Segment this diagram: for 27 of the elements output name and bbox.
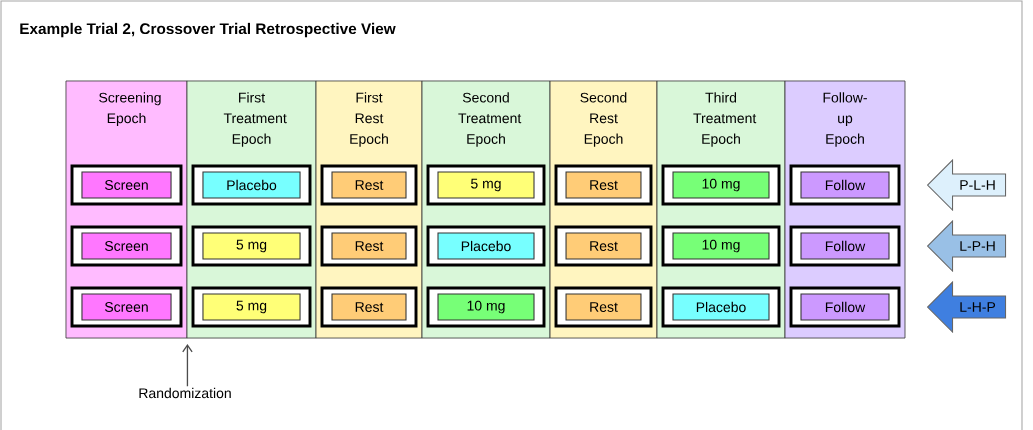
dose-box: Placebo [191, 164, 312, 206]
dose-box: 10 mg [426, 286, 546, 328]
dose-box: Follow [789, 225, 901, 267]
dose-box: 5 mg [191, 286, 312, 328]
dose-box: Follow [789, 286, 901, 328]
dose-box: Placebo [661, 286, 781, 328]
dose-box: 5 mg [191, 225, 312, 267]
annotation-text: Randomization [139, 387, 231, 399]
edge-label: L-H-P [960, 302, 996, 312]
edge-label: L-P-H [960, 241, 995, 251]
dose-box: Screen [70, 164, 183, 206]
dose-box: Screen [70, 225, 183, 267]
dose-box: Rest [554, 286, 653, 328]
dose-box: Rest [320, 225, 418, 267]
arrow [182, 344, 193, 387]
edge-label: P-L-H [960, 180, 995, 190]
dose-box: Rest [554, 164, 653, 206]
dose-box: Follow [789, 164, 901, 206]
dose-box: Rest [554, 225, 653, 267]
dose-box: Placebo [426, 225, 546, 267]
dose-box: Screen [70, 286, 183, 328]
dose-box: 5 mg [426, 164, 546, 206]
dose-box: Rest [320, 164, 418, 206]
dose-box: 10 mg [661, 225, 781, 267]
dose-box: Rest [320, 286, 418, 328]
title: Example Trial 2, Crossover Trial Retrospective View [20, 22, 396, 38]
dose-box: 10 mg [661, 164, 781, 206]
